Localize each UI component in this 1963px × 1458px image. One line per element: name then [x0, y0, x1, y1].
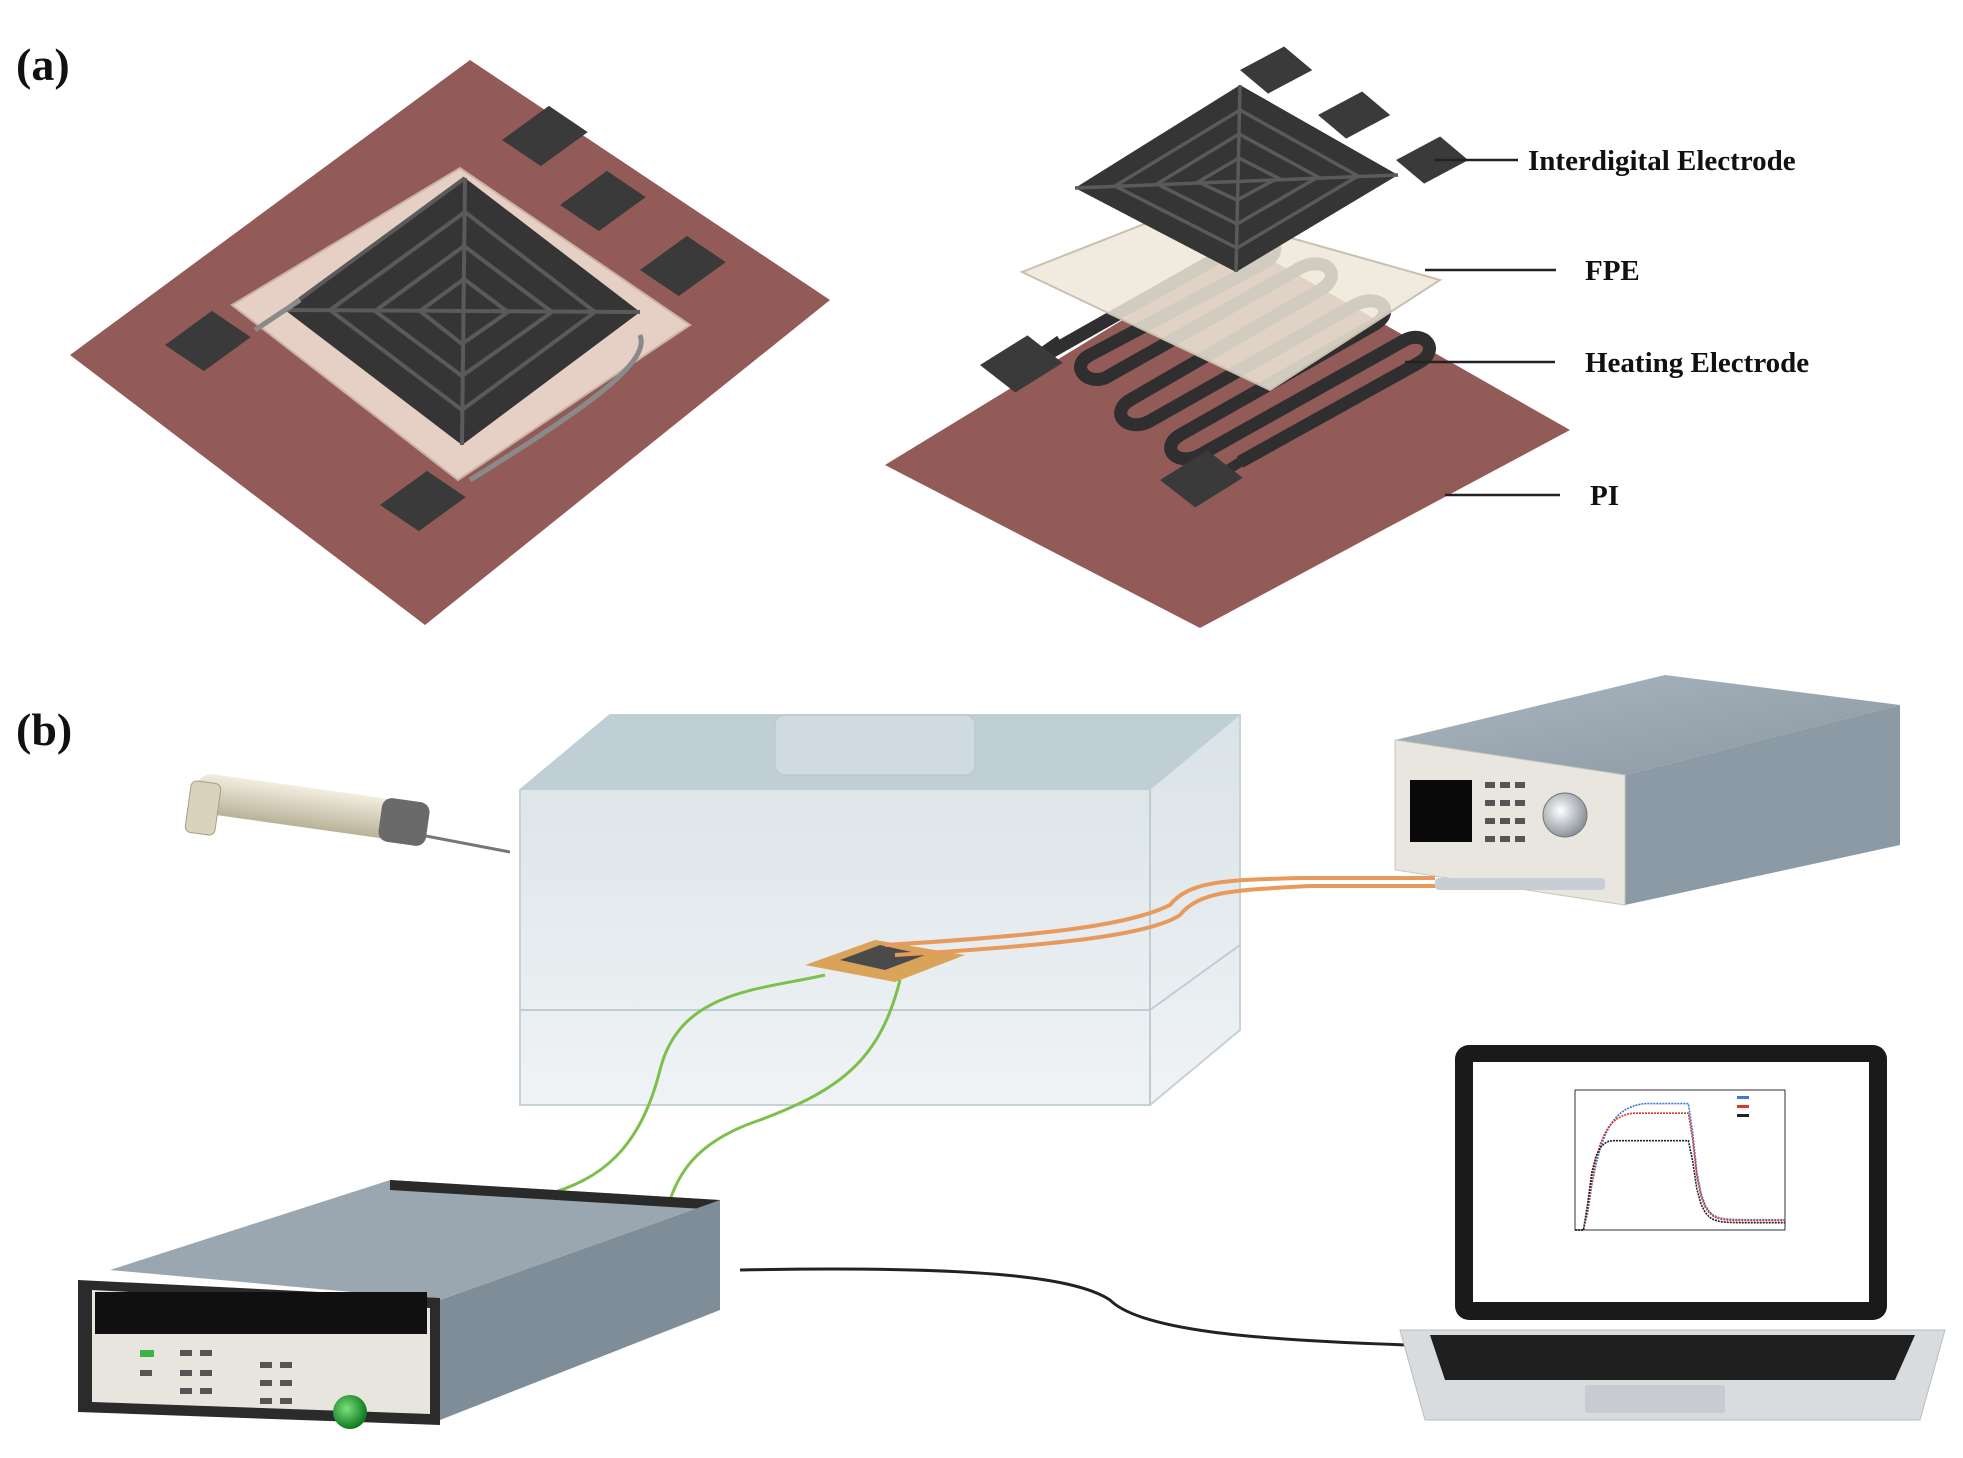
- contact-pad: [165, 310, 251, 372]
- laptop-response-chart: [1574, 1089, 1786, 1231]
- electrode-pattern: [283, 176, 641, 446]
- contact-pad: [1318, 91, 1391, 139]
- panel-b-label: (b): [16, 704, 72, 755]
- label-heating-electrode: Heating Electrode: [1585, 347, 1809, 379]
- contact-pad: [1240, 46, 1313, 94]
- copper-wires: [884, 876, 1440, 957]
- heating-electrode: [1006, 233, 1436, 468]
- chart-series-line: [1575, 1112, 1785, 1231]
- chart-legend-swatch: [1737, 1096, 1749, 1099]
- sensor-chip: [805, 940, 965, 982]
- contact-pad: [1160, 450, 1243, 508]
- chart-legend-swatch: [1737, 1105, 1749, 1108]
- laptop-screen: [1473, 1062, 1869, 1302]
- green-wires: [544, 973, 902, 1201]
- contact-pad: [980, 335, 1063, 393]
- power-supply-knob: [1542, 792, 1588, 838]
- digital-multimeter: [78, 1180, 720, 1429]
- panel-a-label: (a): [16, 39, 70, 90]
- assembled-sensor: [70, 60, 830, 625]
- chart-series-line: [1575, 1139, 1785, 1231]
- label-interdigital-electrode: Interdigital Electrode: [1528, 145, 1796, 177]
- chart-plot-area: [1574, 1089, 1786, 1231]
- contact-pad: [640, 235, 726, 297]
- contact-pad: [502, 105, 588, 167]
- label-pi: PI: [1590, 480, 1619, 512]
- fpe-film: [1019, 206, 1443, 392]
- heater-trace: [253, 297, 644, 483]
- syringe-icon: [184, 774, 511, 854]
- contact-pad: [1396, 136, 1469, 184]
- exploded-view: [885, 46, 1570, 628]
- multimeter-display: [95, 1292, 427, 1334]
- label-fpe: FPE: [1585, 255, 1640, 287]
- callouts: [1405, 158, 1560, 497]
- data-cable: [739, 1267, 1411, 1347]
- chart-legend-swatch: [1737, 1114, 1749, 1117]
- laptop-computer: [1399, 1045, 1946, 1421]
- multimeter-power-button: [333, 1395, 367, 1429]
- contact-pad: [560, 170, 646, 232]
- multimeter-buttons: [140, 1350, 292, 1404]
- contact-pad: [380, 470, 466, 532]
- dc-power-supply: [1394, 675, 1900, 906]
- power-supply-buttons: [1485, 782, 1525, 842]
- test-chamber: [519, 714, 1241, 1106]
- electrode-pattern: [1074, 84, 1399, 273]
- power-supply-screen: [1410, 780, 1472, 842]
